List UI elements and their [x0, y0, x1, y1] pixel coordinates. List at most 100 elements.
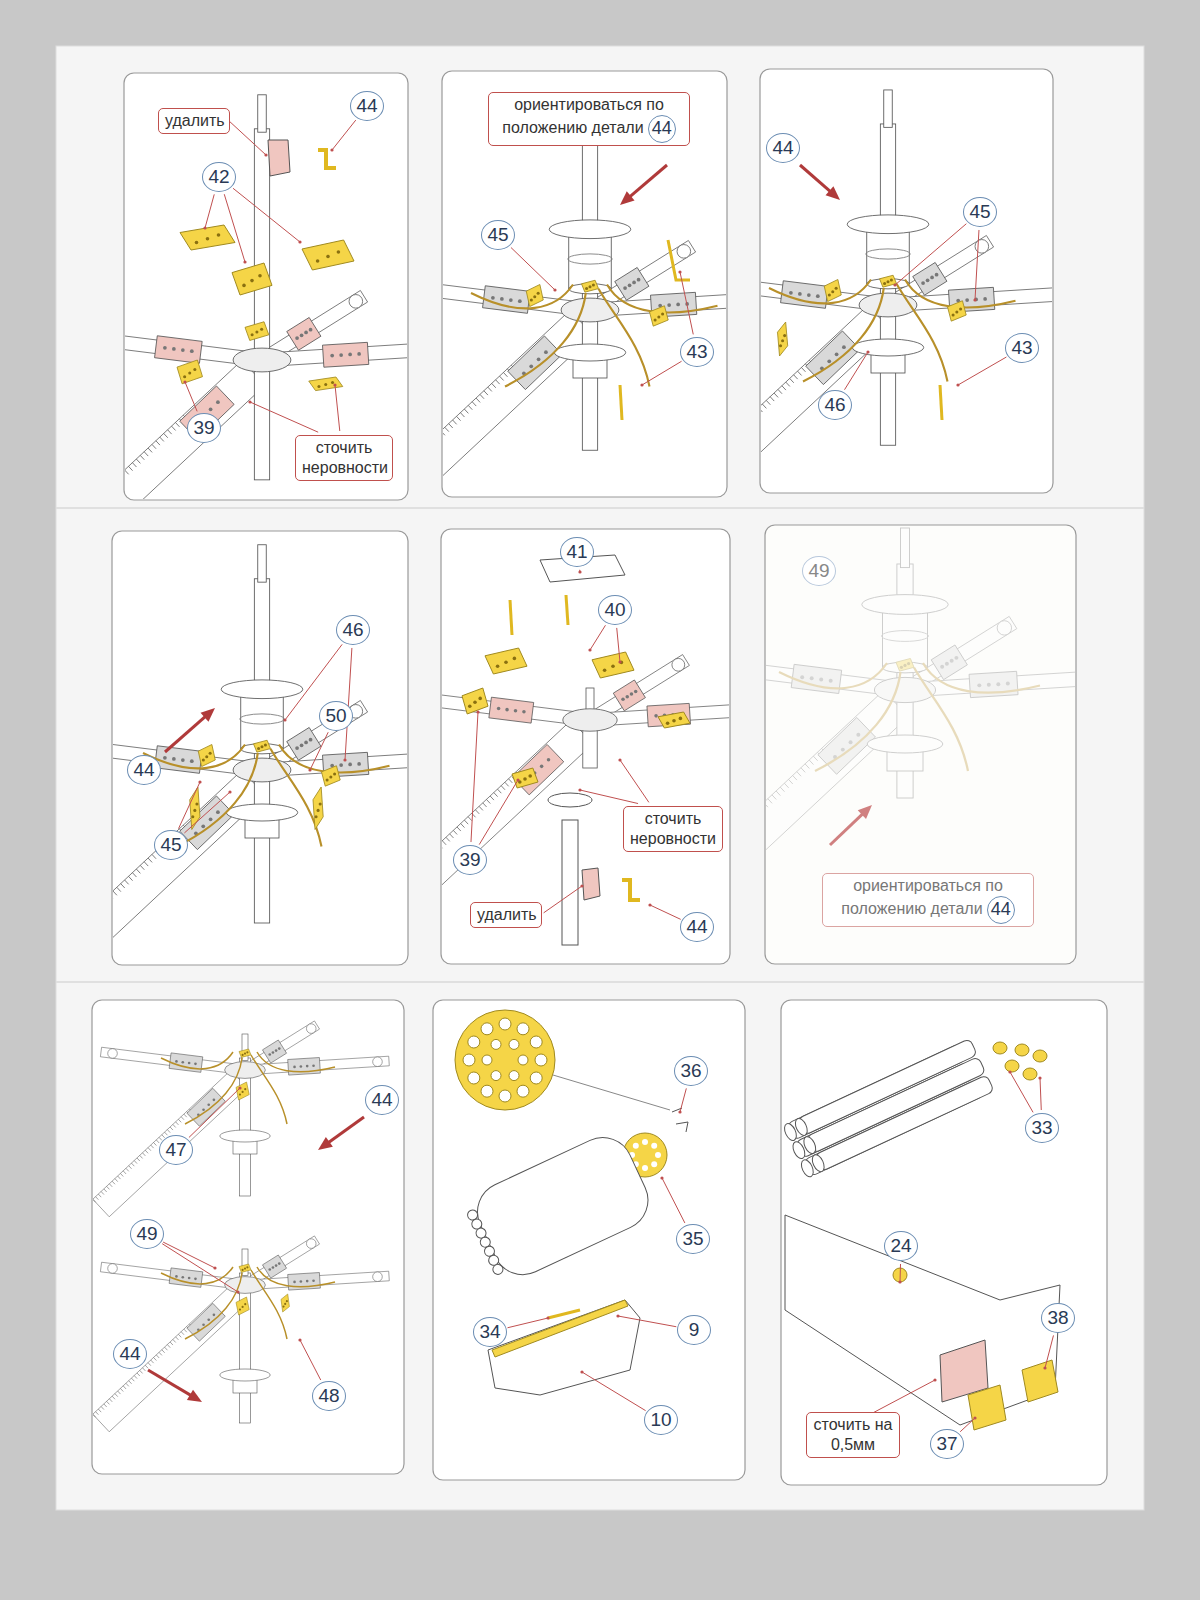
etched-bracket — [824, 280, 841, 302]
rotor-arm — [155, 336, 203, 364]
leader-line — [680, 1088, 686, 1112]
illustration-group — [511, 247, 557, 291]
hole — [286, 1300, 288, 1302]
illustration-group — [578, 788, 638, 803]
callout-number: 44 — [350, 91, 384, 121]
blade-rib — [776, 791, 780, 796]
hole — [499, 1090, 511, 1102]
blade-rib — [142, 1153, 145, 1156]
blade-rib — [472, 402, 476, 406]
illustration-group — [113, 545, 407, 964]
etched-bracket — [896, 659, 914, 672]
etched-bracket — [485, 648, 527, 674]
hole — [207, 1103, 210, 1106]
hole — [244, 1268, 246, 1270]
rocket-pod — [468, 1128, 658, 1285]
blade-rib — [113, 891, 117, 895]
etched-disc — [1023, 1068, 1037, 1080]
blade-rib — [500, 376, 504, 380]
hole — [339, 763, 343, 767]
hole — [634, 690, 638, 694]
blade-rib — [117, 887, 121, 891]
hole — [217, 233, 221, 237]
hole — [623, 286, 627, 290]
etched-pin — [940, 385, 942, 420]
hole — [337, 250, 341, 254]
hole — [191, 815, 194, 818]
blade-rib — [165, 1132, 168, 1135]
illustration-group — [782, 1038, 994, 1178]
hole — [473, 701, 477, 705]
blade-rib — [797, 772, 801, 777]
hole — [603, 668, 607, 672]
blade-rib — [492, 383, 496, 387]
etched-bracket — [948, 301, 967, 321]
leader-dot — [183, 380, 186, 383]
callout-number: 45 — [481, 220, 515, 250]
callout-number: 38 — [1041, 1303, 1075, 1333]
blade-rib — [148, 1148, 151, 1151]
leader-dot — [588, 648, 591, 651]
blade-rib — [181, 1117, 184, 1120]
hole — [300, 743, 304, 747]
hole — [810, 676, 814, 680]
etched-pin — [510, 600, 512, 635]
rotor-arm — [615, 267, 649, 300]
leader-line — [662, 1178, 685, 1223]
blade-rib — [126, 1168, 129, 1171]
rotor-arm — [489, 697, 534, 723]
hole — [637, 278, 641, 282]
blade-rib — [109, 1399, 112, 1402]
hole — [242, 1091, 244, 1093]
hole — [781, 339, 784, 342]
leader-dot — [248, 400, 251, 403]
blade-rib — [145, 1365, 148, 1368]
leader-line — [310, 732, 328, 770]
callout-number: 35 — [676, 1224, 710, 1254]
blade-rib — [93, 1199, 96, 1202]
rotor-hub — [561, 298, 619, 322]
leader-dot — [1043, 1366, 1046, 1369]
etched-part — [318, 150, 336, 168]
rotor-arm — [245, 1056, 390, 1075]
note-text: сточить неровности — [302, 439, 388, 476]
step-panel — [92, 1000, 404, 1474]
hole — [530, 1072, 542, 1084]
illustration-part — [306, 1239, 316, 1249]
etched-hook — [672, 1108, 688, 1132]
hole — [819, 678, 823, 682]
leader-dot — [298, 240, 301, 243]
blade-rib — [486, 799, 490, 803]
illustration-group — [184, 790, 231, 833]
note-text: сточить на 0,5мм — [814, 1416, 893, 1453]
blade-rib — [798, 371, 802, 375]
swashplate — [549, 220, 631, 239]
leader-line — [335, 385, 340, 431]
blade-rib — [490, 796, 494, 800]
etched-wire — [779, 663, 887, 688]
illustration-part — [349, 295, 363, 309]
blade-rib — [132, 873, 136, 877]
hole — [207, 1318, 210, 1321]
rotor-arm — [262, 1255, 286, 1278]
etched-pin — [566, 595, 568, 625]
illustration-group — [616, 1314, 676, 1326]
illustration-part — [226, 804, 297, 821]
rotor-shaft — [901, 528, 910, 568]
blade-rib — [809, 760, 813, 765]
hole — [940, 665, 944, 669]
leader-dot — [618, 660, 621, 663]
blade-rib — [801, 367, 805, 371]
panel-art — [761, 90, 1052, 492]
rotor-arm — [513, 744, 564, 794]
hole — [827, 359, 831, 363]
panel-art — [442, 555, 729, 945]
illustration-part — [108, 1049, 118, 1059]
rotor-arm — [100, 1262, 245, 1290]
blade-rib — [156, 1355, 159, 1358]
hole — [468, 1072, 480, 1084]
callout-number: 34 — [473, 1317, 507, 1347]
leader-dot — [213, 1266, 216, 1269]
hole — [255, 331, 258, 334]
hole — [491, 1071, 501, 1081]
